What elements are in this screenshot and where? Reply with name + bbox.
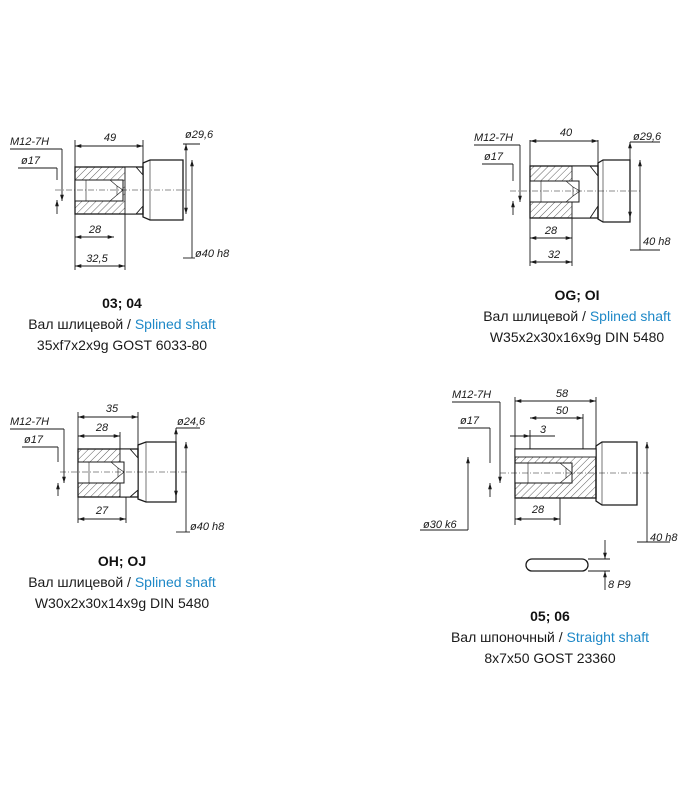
caption-spec: 35xf7x2x9g GOST 6033-80 — [36, 337, 208, 353]
dim-thread: M12-7H — [10, 416, 49, 428]
caption-oh-oj: OH; OJ Вал шлицевой / Splined shaft W30x… — [2, 551, 242, 614]
caption-title: Вал шлицевой / Splined shaft — [457, 306, 697, 327]
dim-bore: ø17 — [484, 151, 504, 163]
caption-05-06: 05; 06 Вал шпоночный / Straight shaft 8x… — [430, 606, 670, 669]
dim-body: 40 h8 — [643, 236, 671, 248]
caption-code: OG; OI — [554, 287, 600, 303]
dim-key-width: 8 P9 — [608, 579, 631, 591]
caption-sep: / — [123, 574, 135, 590]
dim-thread: M12-7H — [452, 389, 491, 401]
caption-spec: W30x2x30x14x9g DIN 5480 — [34, 595, 210, 611]
dim-spline: 28 — [88, 224, 102, 236]
shaft-drawing-05-06: 58 50 3 28 ø30 k6 40 h8 M12-7H ø17 8 P9 — [420, 388, 678, 591]
caption-code: OH; OJ — [97, 553, 147, 569]
dim-length: 35 — [106, 403, 119, 415]
caption-title: Вал шлицевой / Splined shaft — [2, 572, 242, 593]
caption-sep: / — [578, 308, 590, 324]
caption-en: Splined shaft — [589, 308, 671, 324]
dim-diameter: ø29,6 — [633, 131, 662, 143]
dim-key-offset: 3 — [540, 424, 547, 436]
dim-length: 49 — [104, 132, 116, 144]
dim-total: 32,5 — [86, 253, 108, 265]
dim-spline: 28 — [531, 504, 545, 516]
caption-ru: Вал шлицевой — [483, 308, 579, 324]
caption-spec: W35x2x30x16x9g DIN 5480 — [489, 329, 665, 345]
dim-spline: 27 — [95, 505, 109, 517]
caption-sep: / — [123, 316, 135, 332]
shaft-drawing-og-oi: 40 ø29,6 40 h8 28 32 M12-7H ø17 — [474, 127, 671, 266]
caption-ru: Вал шлицевой — [28, 574, 124, 590]
caption-ru: Вал шлицевой — [28, 316, 124, 332]
dim-bore: ø17 — [24, 434, 44, 446]
key-profile — [525, 558, 589, 572]
dim-diameter: ø29,6 — [185, 129, 214, 141]
caption-title: Вал шлицевой / Splined shaft — [2, 314, 242, 335]
caption-03-04: 03; 04 Вал шлицевой / Splined shaft 35xf… — [2, 293, 242, 356]
shaft-drawing-oh-oj: 35 28 ø24,6 ø40 h8 27 M12-7H ø17 — [10, 403, 225, 533]
dim-thread: M12-7H — [474, 132, 513, 144]
dim-body: 40 h8 — [650, 532, 678, 544]
dim-bore: ø17 — [21, 155, 41, 167]
dim-bore: ø17 — [460, 415, 480, 427]
shaft-drawing-03-04: 49 ø29,6 ø40 h8 28 32,5 M12-7H ø17 — [10, 129, 230, 270]
caption-en: Splined shaft — [134, 574, 216, 590]
dim-length: 40 — [560, 127, 573, 139]
caption-og-oi: OG; OI Вал шлицевой / Splined shaft W35x… — [457, 285, 697, 348]
dim-thread: M12-7H — [10, 136, 49, 148]
dim-diameter: ø24,6 — [177, 416, 206, 428]
caption-code: 05; 06 — [530, 608, 570, 624]
caption-ru: Вал шпоночный — [450, 629, 555, 645]
dim-body: ø40 h8 — [190, 521, 225, 533]
dim-body: ø40 h8 — [195, 248, 230, 260]
dim-diameter: ø30 k6 — [423, 519, 458, 531]
caption-en: Straight shaft — [566, 629, 650, 645]
dim-spline: 28 — [544, 225, 558, 237]
caption-spec: 8x7x50 GOST 23360 — [484, 650, 616, 666]
caption-sep: / — [554, 629, 567, 645]
dim-length: 58 — [556, 388, 569, 400]
caption-title: Вал шпоночный / Straight shaft — [430, 627, 670, 648]
dim-total: 32 — [548, 249, 560, 261]
caption-en: Splined shaft — [134, 316, 216, 332]
caption-code: 03; 04 — [102, 295, 142, 311]
dim-length-2: 28 — [95, 422, 109, 434]
dim-length-2: 50 — [556, 405, 569, 417]
